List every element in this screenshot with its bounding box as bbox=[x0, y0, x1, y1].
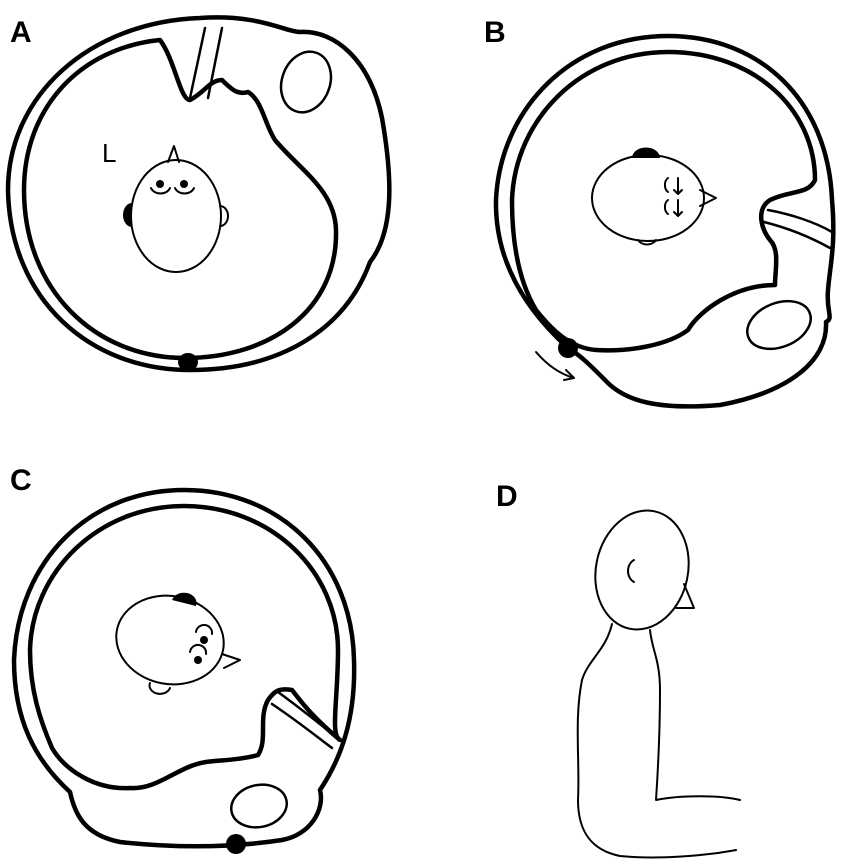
panel-label-a: A bbox=[10, 16, 32, 49]
panel-c-eye-upper bbox=[200, 636, 208, 644]
panel-c-eye-lower bbox=[194, 656, 202, 664]
panel-b: B bbox=[484, 16, 833, 406]
panel-c-nose bbox=[222, 654, 240, 668]
panel-b-head bbox=[592, 155, 704, 241]
panel-label-d: D bbox=[496, 480, 518, 513]
panel-b-yolk-sac bbox=[740, 292, 818, 358]
panel-c-marker-dot bbox=[226, 834, 246, 854]
panel-b-ear-top bbox=[632, 148, 660, 159]
panel-a-marker-dot bbox=[178, 353, 198, 371]
panel-a-eye-right bbox=[180, 180, 188, 188]
panel-a-stalk-line-2 bbox=[208, 28, 222, 98]
panel-d: D bbox=[496, 480, 740, 857]
panel-b-marker-dot bbox=[558, 338, 578, 358]
panel-d-head bbox=[585, 502, 700, 639]
panel-c-head bbox=[109, 587, 231, 692]
panel-label-b: B bbox=[484, 16, 506, 49]
panel-a: A L bbox=[8, 16, 389, 371]
panel-a-annotation-l: L bbox=[102, 138, 116, 168]
panel-d-back-outline bbox=[650, 630, 740, 800]
panel-c: C bbox=[10, 464, 354, 854]
panel-a-yolk-sac bbox=[273, 45, 339, 120]
panel-c-yolk-sac bbox=[227, 780, 291, 833]
panel-a-ear-left bbox=[123, 203, 132, 227]
panel-a-eye-left bbox=[156, 180, 164, 188]
panel-a-stalk-line-1 bbox=[190, 28, 205, 98]
panel-b-stalk-line-1 bbox=[768, 210, 832, 232]
panel-a-head bbox=[131, 160, 221, 272]
panel-label-c: C bbox=[10, 464, 32, 497]
